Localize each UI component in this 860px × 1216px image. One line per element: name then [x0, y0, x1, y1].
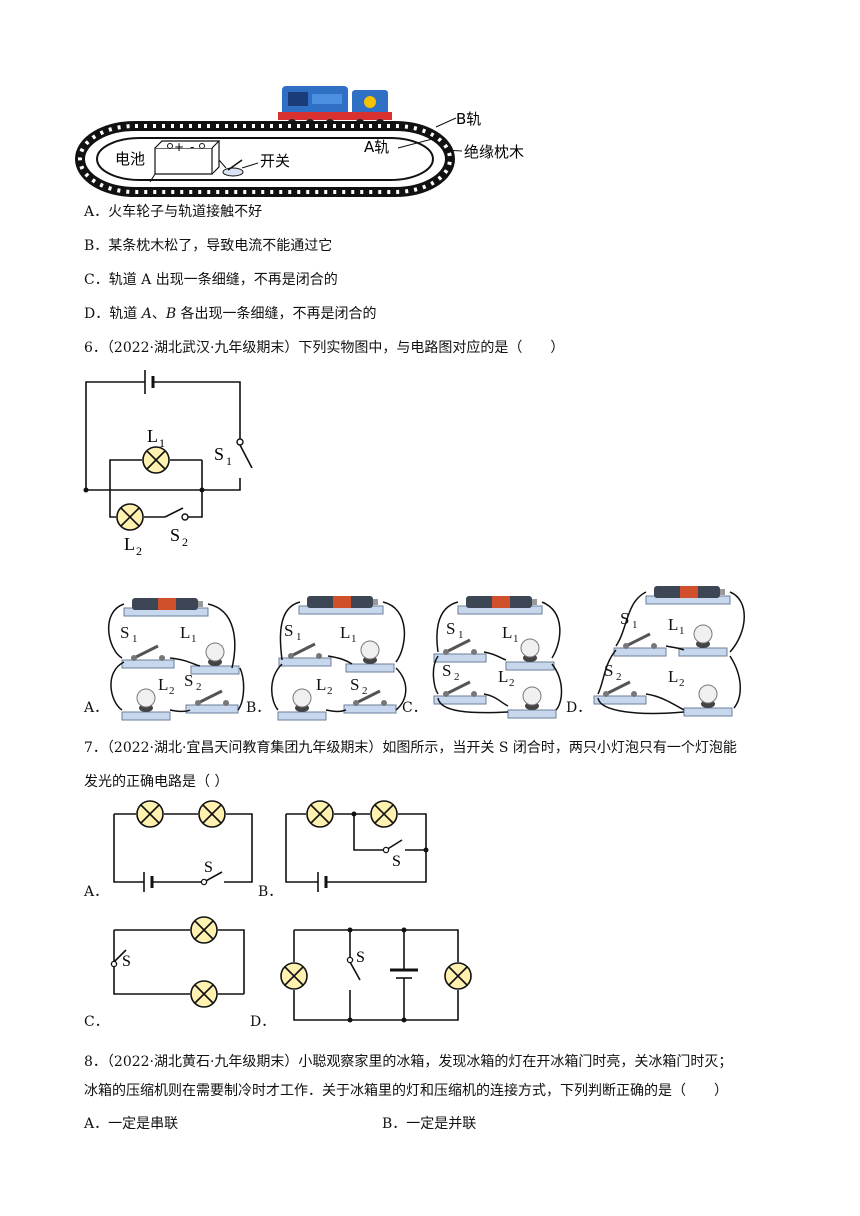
q6-physical-options: S 1 L 1 L 2 S 2 S 1 L 1 L 2 S 2 S 1 L 1 … [107, 585, 745, 721]
battery-plus-sign: + [174, 140, 184, 154]
photo-d-s2-sub: 2 [616, 671, 622, 683]
option-letter: A． [84, 204, 109, 220]
photo-d-l1-sub: 1 [679, 625, 685, 637]
q7-circuit-diagrams: S S S S [110, 800, 472, 1023]
q7-c-switch-label: S [122, 953, 131, 970]
q5-option-a: A．火车轮子与轨道接触不好 [84, 202, 262, 222]
q6-option-d-letter: D． [566, 700, 592, 716]
option-c-photo [432, 595, 563, 719]
q5-option-d: D．轨道 A、B 各出现一条细缝，不再是闭合的 [84, 304, 377, 324]
q6-option-b-letter: B． [246, 700, 271, 716]
option-letter: A． [84, 1116, 109, 1132]
photo-a-l1-sub: 1 [191, 633, 197, 645]
q7-a-switch-label: S [204, 859, 213, 876]
photo-c-s1: S [446, 619, 455, 638]
label-l1-sub: 1 [159, 436, 165, 450]
option-text: 某条枕木松了，导致电流不能通过它 [108, 238, 333, 254]
q8-stem-line1: 8．（2022·湖北黄石·九年级期末）小聪观察家里的冰箱，发现冰箱的灯在开冰箱门… [84, 1054, 733, 1070]
a-rail-label: A轨 [364, 138, 389, 156]
option-text: 轨道 A 出现一条细缝，不再是闭合的 [108, 272, 338, 288]
q7-b-switch-label: S [392, 853, 401, 870]
photo-c-l1: L [502, 623, 512, 642]
label-l2-sub: 2 [136, 544, 142, 558]
lamp-l2-symbol [116, 503, 144, 531]
q8-option-b: B．一定是并联 [382, 1114, 476, 1134]
photo-b-l2: L [316, 675, 326, 694]
label-s2-sub: 2 [182, 535, 188, 549]
photo-a-l1: L [180, 623, 190, 642]
photo-a-s2-sub: 2 [196, 681, 202, 693]
photo-d-s1-sub: 1 [632, 619, 638, 631]
photo-d-s2: S [604, 661, 613, 680]
q7-option-a-letter: A． [84, 884, 109, 900]
option-text: 轨道 [109, 306, 142, 322]
option-sep: 、 [151, 306, 166, 322]
battery-minus-sign: - [190, 140, 194, 154]
option-text: 各出现一条细缝，不再是闭合的 [176, 306, 377, 322]
lamp-l1-symbol [142, 446, 170, 474]
photo-a-s1: S [120, 623, 129, 642]
q7-d-switch-label: S [356, 949, 365, 966]
option-b-photo [271, 595, 407, 721]
label-l2: L [124, 534, 135, 554]
q6-option-c-letter: C． [402, 700, 427, 716]
photo-b-s1-sub: 1 [296, 631, 302, 643]
option-letter: C． [84, 272, 109, 288]
label-s2: S [170, 525, 180, 545]
photo-a-l2: L [158, 675, 168, 694]
photo-a-l2-sub: 2 [169, 685, 175, 697]
option-text: 火车轮子与轨道接触不好 [108, 204, 263, 220]
q6-circuit-diagram: L 1 S 1 L 2 S 2 [83, 370, 253, 558]
q6-option-a-letter: A． [84, 700, 109, 716]
photo-b-s2-sub: 2 [362, 685, 368, 697]
rail-a-italic: A [141, 306, 152, 322]
q5-option-b: B．某条枕木松了，导致电流不能通过它 [84, 236, 332, 256]
rail-b-italic: B [165, 306, 177, 322]
photo-a-s2: S [184, 671, 193, 690]
photo-b-l1: L [340, 623, 350, 642]
photo-d-s1: S [620, 609, 629, 628]
option-letter: B． [382, 1116, 407, 1132]
q7-stem-line2: 发光的正确电路是（ ） [84, 774, 229, 790]
photo-c-l2: L [498, 667, 508, 686]
photo-b-s1: S [284, 621, 293, 640]
q7-option-c-letter: C． [84, 1014, 109, 1030]
q6-stem: 6．（2022·湖北武汉·九年级期末）下列实物图中，与电路图对应的是（ ） [84, 340, 565, 356]
label-l1: L [147, 426, 158, 446]
sleeper-label: 绝缘枕木 [464, 143, 524, 161]
photo-a-s1-sub: 1 [132, 633, 138, 645]
photo-c-s2: S [442, 661, 451, 680]
photo-d-l2-sub: 2 [679, 677, 685, 689]
battery-box [149, 140, 227, 183]
train-track-figure: B轨 A轨 绝缘枕木 电池 开关 + - [75, 86, 524, 197]
option-letter: D． [84, 306, 110, 322]
q8-stem-line2: 冰箱的压缩机则在需要制冷时才工作．关于冰箱里的灯和压缩机的连接方式，下列判断正确… [84, 1083, 728, 1099]
photo-c-s1-sub: 1 [458, 629, 464, 641]
photo-d-l2: L [668, 667, 678, 686]
photo-b-l2-sub: 2 [327, 685, 333, 697]
q7-stem-line1: 7．（2022·湖北·宜昌天问教育集团九年级期末）如图所示，当开关 S 闭合时，… [84, 740, 737, 756]
q5-option-c: C．轨道 A 出现一条细缝，不再是闭合的 [84, 270, 338, 290]
q7-option-b-letter: B． [258, 884, 283, 900]
photo-c-s2-sub: 2 [454, 671, 460, 683]
b-rail-label: B轨 [456, 110, 481, 128]
option-text: 一定是并联 [406, 1116, 477, 1132]
photo-c-l1-sub: 1 [513, 633, 519, 645]
option-text: 一定是串联 [108, 1116, 179, 1132]
label-s1: S [214, 444, 224, 464]
photo-b-l1-sub: 1 [351, 633, 357, 645]
switch-label: 开关 [260, 152, 290, 170]
label-s1-sub: 1 [226, 454, 232, 468]
photo-d-l1: L [668, 615, 678, 634]
option-letter: B． [84, 238, 109, 254]
q7-option-d-letter: D． [250, 1014, 276, 1030]
oval-track [75, 121, 455, 197]
battery-label: 电池 [115, 150, 145, 168]
photo-c-l2-sub: 2 [509, 677, 515, 689]
option-a-photo [107, 597, 245, 721]
switch-illustration [222, 159, 259, 177]
q8-option-a: A．一定是串联 [84, 1114, 178, 1134]
option-d-photo [592, 585, 745, 717]
photo-b-s2: S [350, 675, 359, 694]
